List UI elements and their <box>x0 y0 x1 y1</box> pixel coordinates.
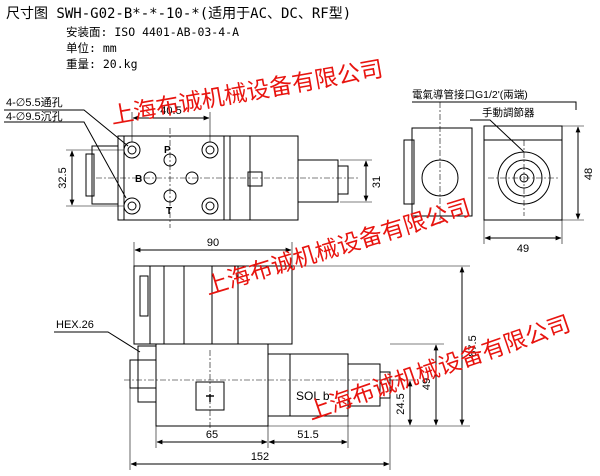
spec-weight-label: 重量: <box>66 57 96 71</box>
spec-mounting: 安装面: ISO 4401-AB-03-4-A <box>66 24 239 40</box>
spec-weight-value: 20.kg <box>102 57 138 71</box>
dim-87-5: 87.5 <box>467 335 479 356</box>
dim-24-5: 24.5 <box>395 393 407 414</box>
port-p-label: P <box>164 145 171 156</box>
callout-manual-override: 手動調節器 <box>482 106 535 119</box>
callout-hole-through: 4-∅5.5通孔 <box>6 96 63 109</box>
dim-31: 31 <box>371 176 383 188</box>
top-solenoid-left <box>91 145 119 205</box>
port-t-label: T <box>166 206 172 217</box>
dim-32-5: 32.5 <box>57 167 69 188</box>
watermark-1: 上海布诚机械设备有限公司 <box>109 56 385 130</box>
dim-152: 152 <box>251 451 269 463</box>
dim-90: 90 <box>207 237 219 249</box>
drawing-title: 尺寸图 SWH-G02-B*-*-10-*(适用于AC、DC、RF型) <box>6 6 352 22</box>
end-view <box>403 101 584 244</box>
spec-unit-label: 单位: <box>66 41 96 55</box>
callout-hole-counterbore: 4-∅9.5沉孔 <box>6 110 63 123</box>
watermark-3: 上海布诚机械设备有限公司 <box>305 311 574 425</box>
spec-weight: 重量: 20.kg <box>66 56 138 72</box>
spec-unit-value: mm <box>102 41 117 55</box>
sol-b-label: SOL b <box>296 389 330 403</box>
top-view <box>4 109 372 228</box>
dim-65: 65 <box>206 429 218 441</box>
dim-49-side: 49 <box>421 378 433 390</box>
spec-mounting-label: 安装面: <box>66 25 108 39</box>
callout-hex: HEX.26 <box>56 319 94 331</box>
front-view <box>54 242 470 470</box>
end-view-body-left <box>411 127 473 217</box>
front-valve-body <box>155 343 269 427</box>
spec-mounting-value: ISO 4401-AB-03-4-A <box>114 25 239 39</box>
dim-48: 48 <box>583 168 595 180</box>
callout-conduit: 電氣導管接口G1/2'(兩端) <box>412 88 528 101</box>
dim-51-5: 51.5 <box>297 429 318 441</box>
end-view-body-right <box>483 125 563 221</box>
watermark-2: 上海布诚机械设备有限公司 <box>202 195 474 301</box>
port-b-label: B <box>135 174 142 185</box>
hex-nut <box>137 345 157 403</box>
dim-49-top: 49 <box>517 243 529 255</box>
spec-unit: 单位: mm <box>66 40 117 56</box>
dim-40-5: 40.5 <box>160 105 181 117</box>
